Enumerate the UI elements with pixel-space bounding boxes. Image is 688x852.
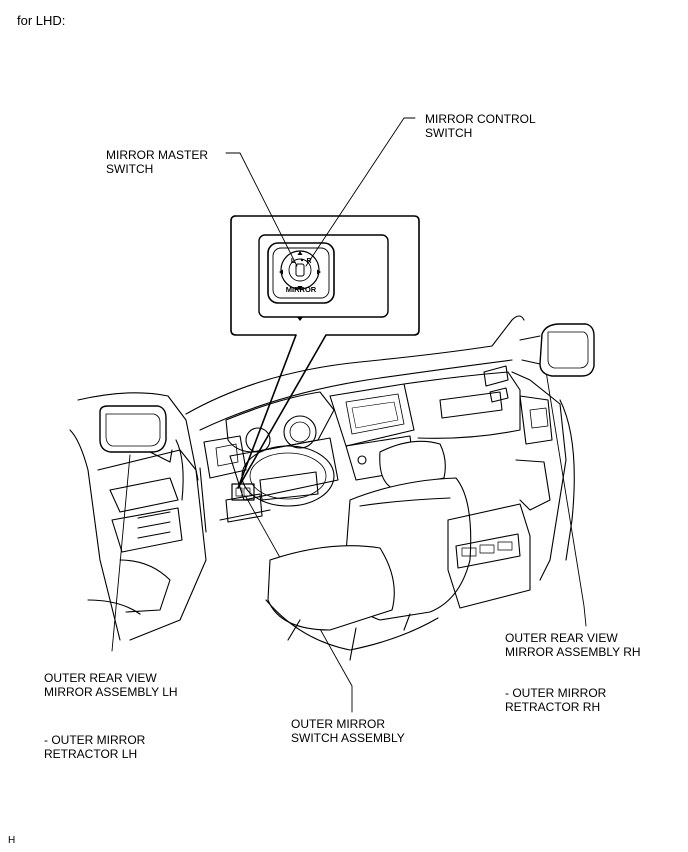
label-mirror-control-switch: MIRROR CONTROL SWITCH: [425, 112, 536, 140]
header-text: for LHD:: [17, 13, 66, 28]
switch-label-left: L: [291, 258, 296, 265]
footer-code: H: [8, 835, 16, 846]
switch-label-right: R: [306, 258, 311, 265]
switch-label-mirror: MIRROR: [286, 285, 317, 294]
dashboard: [185, 315, 525, 533]
driver-seat: [265, 440, 472, 661]
rear-console: [447, 503, 531, 609]
label-outer-mirror-retractor-lh: - OUTER MIRROR RETRACTOR LH: [44, 733, 146, 761]
label-outer-mirror-switch-assembly: OUTER MIRROR SWITCH ASSEMBLY: [291, 717, 405, 745]
label-outer-rear-view-mirror-lh: OUTER REAR VIEW MIRROR ASSEMBLY LH: [44, 671, 178, 699]
label-outer-rear-view-mirror-rh: OUTER REAR VIEW MIRROR ASSEMBLY RH: [505, 631, 641, 659]
left-door: [69, 392, 207, 641]
label-outer-mirror-retractor-rh: - OUTER MIRROR RETRACTOR RH: [505, 686, 607, 714]
label-mirror-master-switch: MIRROR MASTER SWITCH: [106, 148, 208, 176]
steering-wheel: [241, 445, 335, 507]
right-door: [483, 323, 595, 581]
